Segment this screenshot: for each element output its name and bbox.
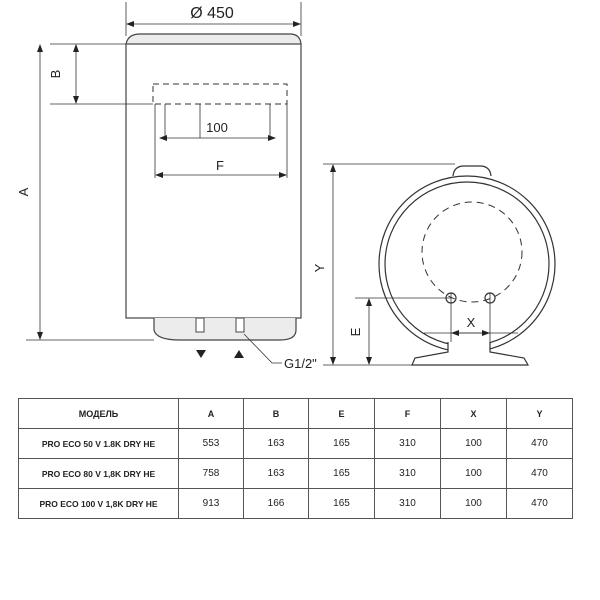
dimension-100-label: 100: [206, 120, 228, 135]
dimension-f-label: F: [216, 158, 224, 173]
value-f-cell: 310: [374, 488, 441, 519]
table-row: PRO ECO 100 V 1,8K DRY HE 913 166 165 31…: [18, 488, 573, 519]
header-y: Y: [506, 398, 573, 429]
value-b-cell: 166: [243, 488, 309, 519]
header-e: E: [308, 398, 375, 429]
spec-table: МОДЕЛЬ A B E F X Y PRO ECO 50 V 1.8K DRY…: [18, 398, 573, 519]
header-a: A: [178, 398, 244, 429]
dimension-b-label: B: [48, 70, 63, 79]
header-model: МОДЕЛЬ: [18, 398, 179, 429]
model-cell: PRO ECO 50 V 1.8K DRY HE: [18, 428, 179, 459]
value-b-cell: 163: [243, 458, 309, 489]
table-row: PRO ECO 80 V 1,8K DRY HE 758 163 165 310…: [18, 458, 573, 489]
value-x-cell: 100: [440, 428, 507, 459]
dimension-a-label: A: [16, 187, 31, 196]
table-header-row: МОДЕЛЬ A B E F X Y: [18, 398, 573, 429]
table-row: PRO ECO 50 V 1.8K DRY HE 553 163 165 310…: [18, 428, 573, 459]
value-x-cell: 100: [440, 488, 507, 519]
value-e-cell: 165: [308, 458, 375, 489]
value-f-cell: 310: [374, 428, 441, 459]
header-x: X: [440, 398, 507, 429]
side-view: [323, 163, 556, 366]
value-a-cell: 913: [178, 488, 244, 519]
model-cell: PRO ECO 100 V 1,8K DRY HE: [18, 488, 179, 519]
value-a-cell: 758: [178, 458, 244, 489]
value-y-cell: 470: [506, 458, 573, 489]
value-e-cell: 165: [308, 488, 375, 519]
header-b: B: [243, 398, 309, 429]
dimension-e-label: E: [348, 327, 363, 336]
value-a-cell: 553: [178, 428, 244, 459]
value-y-cell: 470: [506, 428, 573, 459]
value-b-cell: 163: [243, 428, 309, 459]
thread-label: G1/2": [284, 356, 317, 371]
header-f: F: [374, 398, 441, 429]
value-x-cell: 100: [440, 458, 507, 489]
value-y-cell: 470: [506, 488, 573, 519]
dimension-x-label: X: [467, 315, 476, 330]
value-e-cell: 165: [308, 428, 375, 459]
model-cell: PRO ECO 80 V 1,8K DRY HE: [18, 458, 179, 489]
diameter-label: Ø 450: [190, 5, 234, 22]
technical-drawing: Ø 450 B A 100 F G1/2" Y E X: [16, 2, 556, 371]
front-view: [26, 2, 302, 364]
value-f-cell: 310: [374, 458, 441, 489]
dimension-y-label: Y: [312, 263, 327, 272]
